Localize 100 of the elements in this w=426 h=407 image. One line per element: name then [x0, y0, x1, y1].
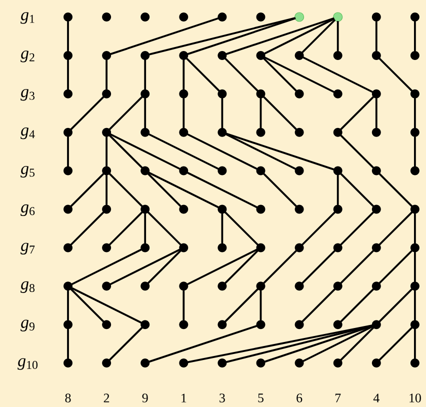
- edge-line: [182, 98, 185, 129]
- dot: [256, 128, 266, 137]
- edge-line: [263, 250, 297, 284]
- edge-line: [186, 248, 258, 285]
- dot: [218, 358, 227, 368]
- edge-line: [226, 18, 334, 55]
- dot: [179, 320, 188, 330]
- dot: [294, 128, 304, 137]
- edge-line: [186, 172, 258, 208]
- dot: [179, 12, 188, 22]
- dot: [256, 204, 266, 214]
- edge-line: [67, 290, 69, 321]
- dot: [372, 243, 381, 252]
- edge-line: [186, 58, 220, 92]
- dot: [218, 243, 227, 252]
- edge-line: [70, 173, 104, 207]
- edge-line: [144, 213, 146, 244]
- dot: [179, 282, 188, 291]
- edge-line: [302, 212, 336, 246]
- edge-line: [110, 248, 180, 285]
- edge-line: [148, 17, 296, 56]
- edge-line: [224, 58, 258, 92]
- edge-line: [147, 173, 182, 207]
- edge-line: [302, 56, 374, 93]
- row-label: g$_{1}$: [20, 12, 34, 24]
- edge-line: [70, 96, 104, 130]
- edge-line: [264, 56, 335, 93]
- dot: [218, 12, 227, 22]
- dot: [372, 128, 381, 137]
- edge-line: [70, 288, 104, 322]
- edge-line: [336, 174, 339, 206]
- dot: [140, 204, 150, 214]
- dot: [140, 166, 150, 176]
- dot: [64, 243, 72, 252]
- edge-line: [67, 328, 69, 360]
- dot: [256, 50, 266, 60]
- dot: [333, 204, 342, 214]
- edge-line: [144, 98, 146, 129]
- edge-line: [340, 288, 374, 322]
- dot: [256, 320, 266, 330]
- edge-line: [148, 172, 219, 208]
- edge-line: [375, 98, 378, 129]
- dot: [372, 358, 381, 368]
- dot: [218, 128, 227, 137]
- dot: [294, 12, 304, 22]
- edge-line: [226, 324, 373, 363]
- dot: [140, 358, 150, 368]
- dot: [218, 166, 227, 176]
- dot: [64, 89, 72, 98]
- dot: [256, 243, 266, 252]
- edge-line: [378, 58, 413, 92]
- dot: [333, 89, 342, 98]
- column-label: 8: [65, 394, 71, 402]
- dot: [410, 128, 420, 137]
- dot: [410, 89, 420, 98]
- dot: [294, 243, 304, 252]
- dot: [179, 128, 188, 137]
- dot: [294, 358, 304, 368]
- edge-line: [225, 134, 296, 170]
- edge-line: [414, 251, 416, 282]
- dot: [294, 89, 304, 98]
- dot: [64, 12, 72, 22]
- edge-line: [106, 174, 108, 206]
- column-label: 6: [296, 394, 302, 402]
- column-label: 7: [335, 394, 341, 402]
- dot: [64, 282, 72, 291]
- edge-line: [340, 250, 374, 284]
- dot: [333, 166, 342, 176]
- column-label: 3: [220, 394, 225, 402]
- edge-line: [260, 98, 262, 129]
- dot: [410, 50, 420, 60]
- dot: [256, 282, 266, 291]
- edge-line: [67, 59, 69, 90]
- dot: [256, 12, 266, 22]
- dot: [410, 243, 420, 252]
- dot: [333, 243, 342, 252]
- edge-line: [224, 288, 258, 322]
- dot: [333, 320, 342, 330]
- edge-line: [110, 134, 180, 170]
- column-label: 4: [373, 394, 380, 402]
- dot: [372, 282, 381, 291]
- column-label: 9: [142, 394, 148, 402]
- dot: [333, 358, 342, 368]
- edge-line: [340, 96, 374, 130]
- column-label: 1: [182, 394, 186, 402]
- edge-line: [226, 132, 334, 170]
- dot: [410, 166, 420, 176]
- row-label: g$_{10}$: [18, 358, 38, 370]
- edge-line: [340, 326, 374, 361]
- edge-line: [378, 173, 413, 207]
- column-label: 5: [258, 394, 264, 402]
- row-label: g$_{6}$: [20, 204, 35, 216]
- dot: [256, 89, 266, 98]
- edge-line: [71, 248, 142, 285]
- edge-line: [147, 212, 182, 246]
- edge-line: [221, 98, 224, 129]
- row-label: g$_{8}$: [20, 281, 35, 293]
- edge-line: [336, 20, 339, 52]
- edge-line: [302, 288, 336, 322]
- dot: [64, 166, 72, 176]
